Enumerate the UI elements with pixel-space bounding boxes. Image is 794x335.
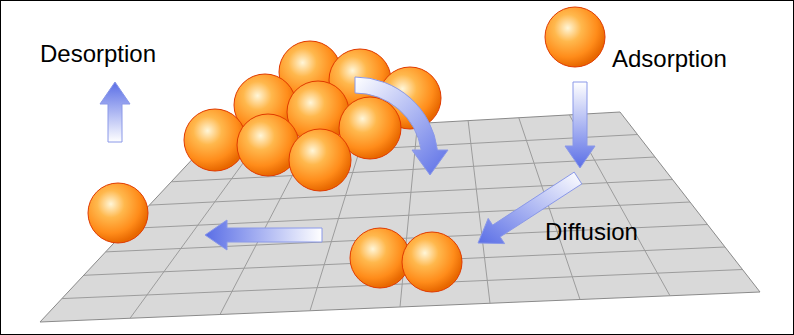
substrate-grid (40, 112, 760, 322)
atom-cluster (184, 41, 441, 191)
single-atoms (88, 7, 605, 292)
process-label: Diffusion (545, 218, 638, 246)
process-label: Desorption (40, 40, 156, 68)
process-label: Adsorption (612, 45, 727, 73)
process-arrows (100, 77, 595, 250)
